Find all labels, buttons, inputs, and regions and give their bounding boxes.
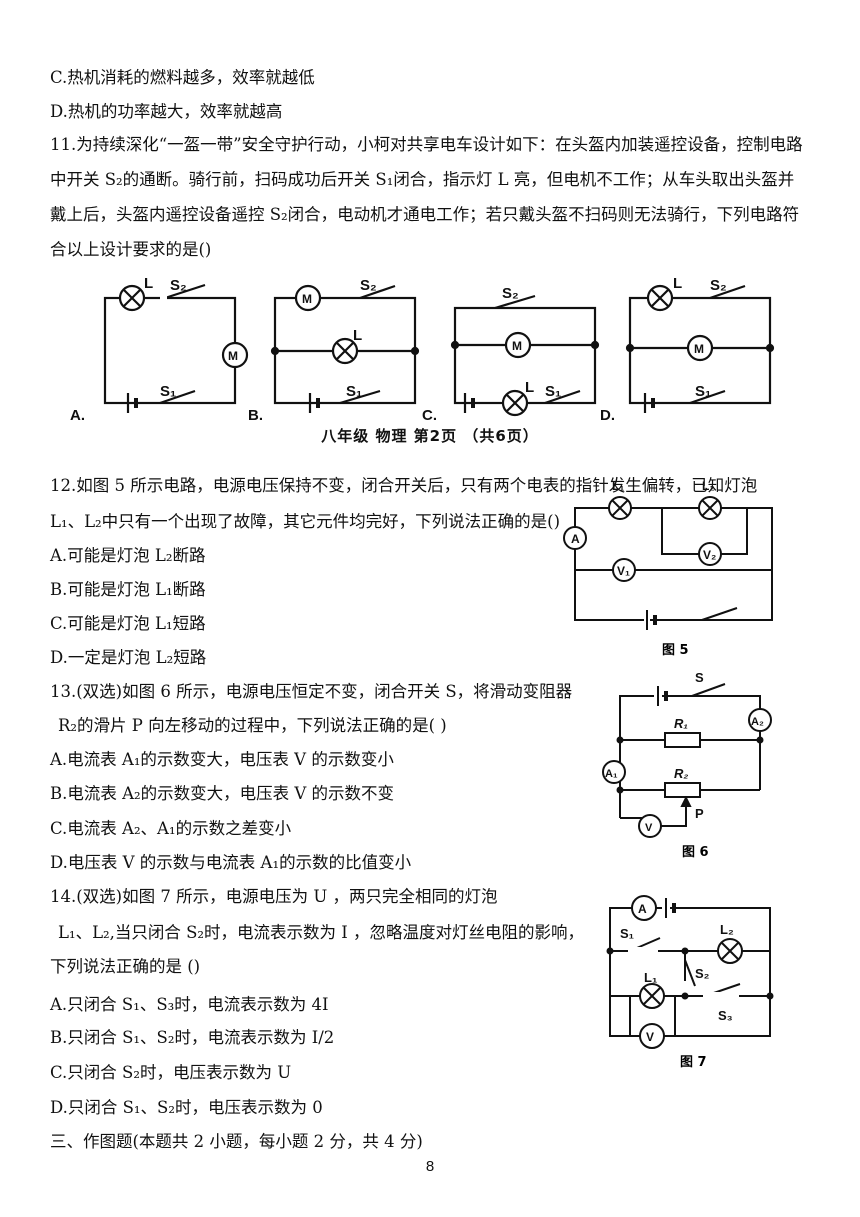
fig6-a2-label: A₂	[751, 716, 764, 728]
switch-label: S₁	[545, 383, 561, 400]
q14-stem-line2: L₁、L₂,当只闭合 S₂时，电流表示数为 I ，忽略温度对灯丝电阻的影响，	[58, 923, 585, 942]
q13-stem-line2: R₂的滑片 P 向左移动的过程中，下列说法正确的是( )	[58, 716, 447, 735]
figure-6-circuit: S R₁ R₂ A₂ A₁ V P 图 6	[602, 670, 772, 860]
circuit-label-d: D.	[600, 407, 615, 424]
q14-stem-line3: 下列说法正确的是 ()	[50, 957, 201, 976]
lamp-label: L	[144, 275, 153, 292]
switch-label: S₂	[170, 277, 187, 294]
fig5-ammeter-label: A	[571, 532, 580, 546]
q10-option-c: C.热机消耗的燃料越多，效率就越低	[50, 68, 315, 87]
q13-stem-line1: 13.(双选)如图 6 所示，电源电压恒定不变，闭合开关 S，将滑动变阻器	[50, 682, 573, 701]
fig5-l1-label: L₁	[612, 479, 624, 493]
circuit-label-b: B.	[248, 407, 263, 424]
q12-stem-line1: 12.如图 5 所示电路，电源电压保持不变，闭合开关后，只有两个电表的指针发生偏…	[50, 476, 758, 495]
q13-option-c: C.电流表 A₂、A₁的示数之差变小	[50, 819, 292, 838]
q10-option-d: D.热机的功率越大，效率就越高	[50, 102, 283, 121]
motor-label: M	[228, 349, 238, 363]
page-number: 8	[425, 1158, 435, 1175]
lamp-label: L	[353, 327, 362, 344]
motor-label: M	[512, 339, 522, 353]
fig5-caption: 图 5	[662, 643, 689, 658]
q12-option-d: D.一定是灯泡 L₂短路	[50, 648, 207, 667]
q14-stem-line1: 14.(双选)如图 7 所示，电源电压为 U ，两只完全相同的灯泡	[50, 887, 498, 906]
motor-label: M	[302, 292, 312, 306]
fig7-s3-label: S₃	[718, 1008, 733, 1023]
circuit-label-c: C.	[422, 407, 437, 424]
circuit-label-a: A.	[70, 407, 85, 424]
q12-stem-line2: L₁、L₂中只有一个出现了故障，其它元件均完好，下列说法正确的是()	[50, 512, 561, 531]
fig6-r1-label: R₁	[674, 716, 688, 731]
switch-label: S₁	[695, 383, 711, 400]
q13-option-a: A.电流表 A₁的示数变大，电压表 V 的示数变小	[50, 750, 394, 769]
lamp-label: L	[673, 275, 682, 292]
figure-7-circuit: A S₁ L₂ S₂ L₁ S₃ V 图 7	[606, 895, 774, 1070]
q11-stem: 11.为持续深化“一盔一带”安全守护行动，小柯对共享电车设计如下：在头盔内加装遥…	[50, 135, 803, 259]
lamp-label: L	[525, 379, 534, 396]
fig7-s2-label: S₂	[695, 966, 710, 981]
q12-option-b: B.可能是灯泡 L₁断路	[50, 580, 206, 599]
page-footer: 八年级 物理 第2页 （共6页）	[321, 427, 539, 445]
fig7-s1-label: S₁	[620, 926, 634, 941]
figure-5-circuit: L₁ L₂ A V₁ V₂ 图 5	[563, 479, 773, 658]
switch-label: S₂	[710, 277, 727, 294]
fig5-l2-label: L₂	[702, 479, 715, 493]
fig6-v-label: V	[645, 822, 653, 834]
fig6-slider-label: P	[695, 806, 704, 821]
fig6-caption: 图 6	[682, 845, 709, 860]
motor-label: M	[694, 342, 704, 356]
fig7-caption: 图 7	[680, 1055, 707, 1070]
fig7-l1-label: L₁	[644, 970, 657, 985]
switch-label: S₂	[360, 277, 377, 294]
switch-label: S₂	[502, 285, 519, 302]
fig6-a1-label: A₁	[605, 768, 618, 780]
switch-label: S₁	[160, 383, 176, 400]
q13-option-d: D.电压表 V 的示数与电流表 A₁的示数的比值变小	[50, 853, 412, 872]
fig7-ammeter-label: A	[638, 902, 647, 916]
fig7-l2-label: L₂	[720, 922, 734, 937]
q11-circuit-options: A. B. C. D. L S₂ M S₁ M S₂ L S₁ S₂ M L S…	[70, 275, 775, 424]
fig5-v1-label: V₁	[617, 564, 630, 578]
q12-option-c: C.可能是灯泡 L₁短路	[50, 614, 206, 633]
q14-option-a: A.只闭合 S₁、S₃时，电流表示数为 4I	[50, 995, 329, 1014]
q12-option-a: A.可能是灯泡 L₂断路	[50, 546, 206, 565]
q14-option-c: C.只闭合 S₂时，电压表示数为 U	[50, 1063, 292, 1082]
q14-option-b: B.只闭合 S₁、S₂时，电流表示数为 I/2	[50, 1028, 335, 1047]
fig5-v2-label: V₂	[703, 548, 716, 562]
q13-option-b: B.电流表 A₂的示数变大，电压表 V 的示数不变	[50, 784, 395, 803]
fig6-r2-label: R₂	[674, 766, 688, 781]
switch-label: S₁	[346, 383, 362, 400]
fig7-voltmeter-label: V	[646, 1030, 654, 1044]
section-3-heading: 三、作图题(本题共 2 小题，每小题 2 分，共 4 分)	[50, 1132, 423, 1151]
q14-option-d: D.只闭合 S₁、S₂时，电压表示数为 0	[50, 1098, 323, 1117]
fig6-switch-label: S	[695, 670, 704, 685]
